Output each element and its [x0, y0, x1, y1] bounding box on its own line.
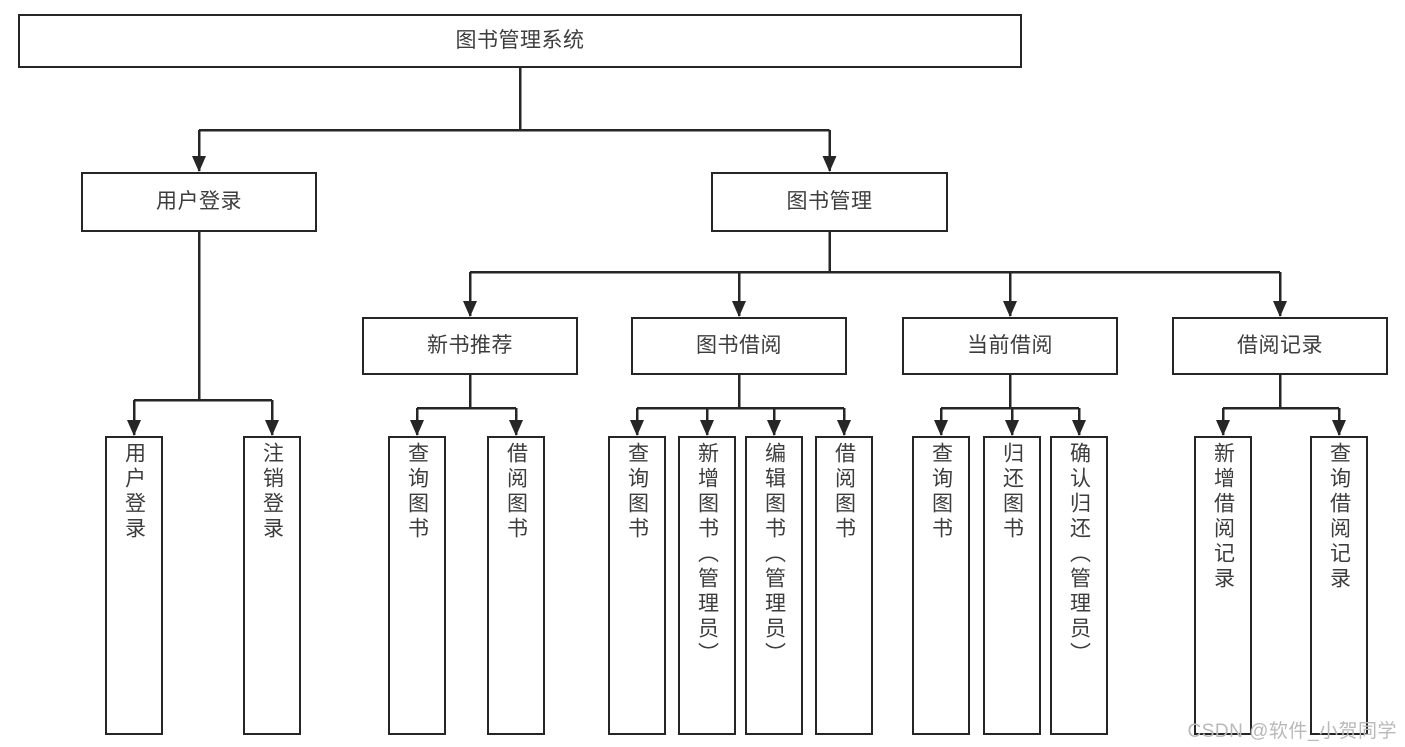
node-leaf-borrow-book-1[interactable]: 借阅图书: [487, 436, 545, 735]
arrowhead-icon: [463, 301, 477, 317]
node-leaf-user-logout[interactable]: 注销登录: [243, 436, 301, 735]
node-leaf-add-book[interactable]: 新增图书（管理员）: [678, 436, 736, 735]
node-user-login[interactable]: 用户登录: [81, 172, 317, 232]
arrowhead-icon: [630, 420, 644, 436]
node-label-book-admin: 图书管理: [786, 189, 873, 213]
arrowhead-icon: [265, 420, 279, 436]
csdn-watermark: CSDN @软件_小贺同学: [1187, 721, 1397, 742]
arrowhead-icon: [767, 420, 781, 436]
node-label-root: 图书管理系统: [455, 28, 585, 52]
arrowhead-icon: [1072, 420, 1086, 436]
node-label-leaf-add-record: 新增借阅记录: [1211, 442, 1235, 592]
node-label-leaf-return-book: 归还图书: [1000, 442, 1024, 542]
arrowhead-icon: [1273, 301, 1287, 317]
node-label-new-book-rec: 新书推荐: [427, 333, 513, 357]
node-label-leaf-query-book-1: 查询图书: [405, 442, 429, 542]
node-leaf-edit-book[interactable]: 编辑图书（管理员）: [745, 436, 803, 735]
node-label-book-borrow: 图书借阅: [696, 333, 782, 357]
node-label-leaf-borrow-book-1: 借阅图书: [504, 442, 528, 542]
node-label-leaf-query-book-3: 查询图书: [929, 442, 953, 542]
node-book-borrow[interactable]: 图书借阅: [631, 317, 847, 375]
node-label-leaf-edit-book: 编辑图书（管理员）: [762, 442, 786, 667]
arrowhead-icon: [822, 156, 837, 172]
node-leaf-query-book-2[interactable]: 查询图书: [608, 436, 666, 735]
node-label-current-borrow: 当前借阅: [967, 333, 1053, 357]
arrowhead-icon: [837, 420, 851, 436]
node-leaf-query-book-1[interactable]: 查询图书: [388, 436, 446, 735]
node-leaf-return-book[interactable]: 归还图书: [983, 436, 1041, 735]
arrowhead-icon: [1332, 420, 1346, 436]
node-label-leaf-confirm-return: 确认归还（管理员）: [1067, 442, 1091, 667]
node-label-leaf-add-book: 新增图书（管理员）: [695, 442, 719, 667]
node-root[interactable]: 图书管理系统: [18, 14, 1022, 68]
arrowhead-icon: [127, 420, 141, 436]
arrowhead-icon: [1216, 420, 1230, 436]
node-label-leaf-user-login: 用户登录: [122, 442, 146, 542]
node-leaf-add-record[interactable]: 新增借阅记录: [1194, 436, 1252, 735]
node-leaf-query-record[interactable]: 查询借阅记录: [1310, 436, 1368, 735]
arrowhead-icon: [1003, 301, 1017, 317]
node-leaf-confirm-return[interactable]: 确认归还（管理员）: [1050, 436, 1108, 735]
node-current-borrow[interactable]: 当前借阅: [902, 317, 1118, 375]
arrowhead-icon: [1005, 420, 1019, 436]
node-label-leaf-query-book-2: 查询图书: [625, 442, 649, 542]
arrowhead-icon: [509, 420, 523, 436]
arrowhead-icon: [410, 420, 424, 436]
node-label-user-login: 用户登录: [156, 189, 242, 213]
node-label-leaf-user-logout: 注销登录: [260, 442, 284, 542]
arrowhead-icon: [700, 420, 714, 436]
arrowhead-icon: [192, 156, 206, 172]
node-label-leaf-borrow-book-2: 借阅图书: [832, 442, 856, 542]
node-new-book-rec[interactable]: 新书推荐: [362, 317, 578, 375]
node-label-borrow-record: 借阅记录: [1237, 333, 1323, 357]
arrowhead-icon: [732, 301, 746, 317]
node-borrow-record[interactable]: 借阅记录: [1172, 317, 1388, 375]
node-leaf-borrow-book-2[interactable]: 借阅图书: [815, 436, 873, 735]
node-leaf-query-book-3[interactable]: 查询图书: [912, 436, 970, 735]
arrowhead-icon: [934, 420, 948, 436]
node-label-leaf-query-record: 查询借阅记录: [1327, 442, 1351, 592]
node-leaf-user-login[interactable]: 用户登录: [105, 436, 163, 735]
node-book-admin[interactable]: 图书管理: [711, 172, 948, 232]
